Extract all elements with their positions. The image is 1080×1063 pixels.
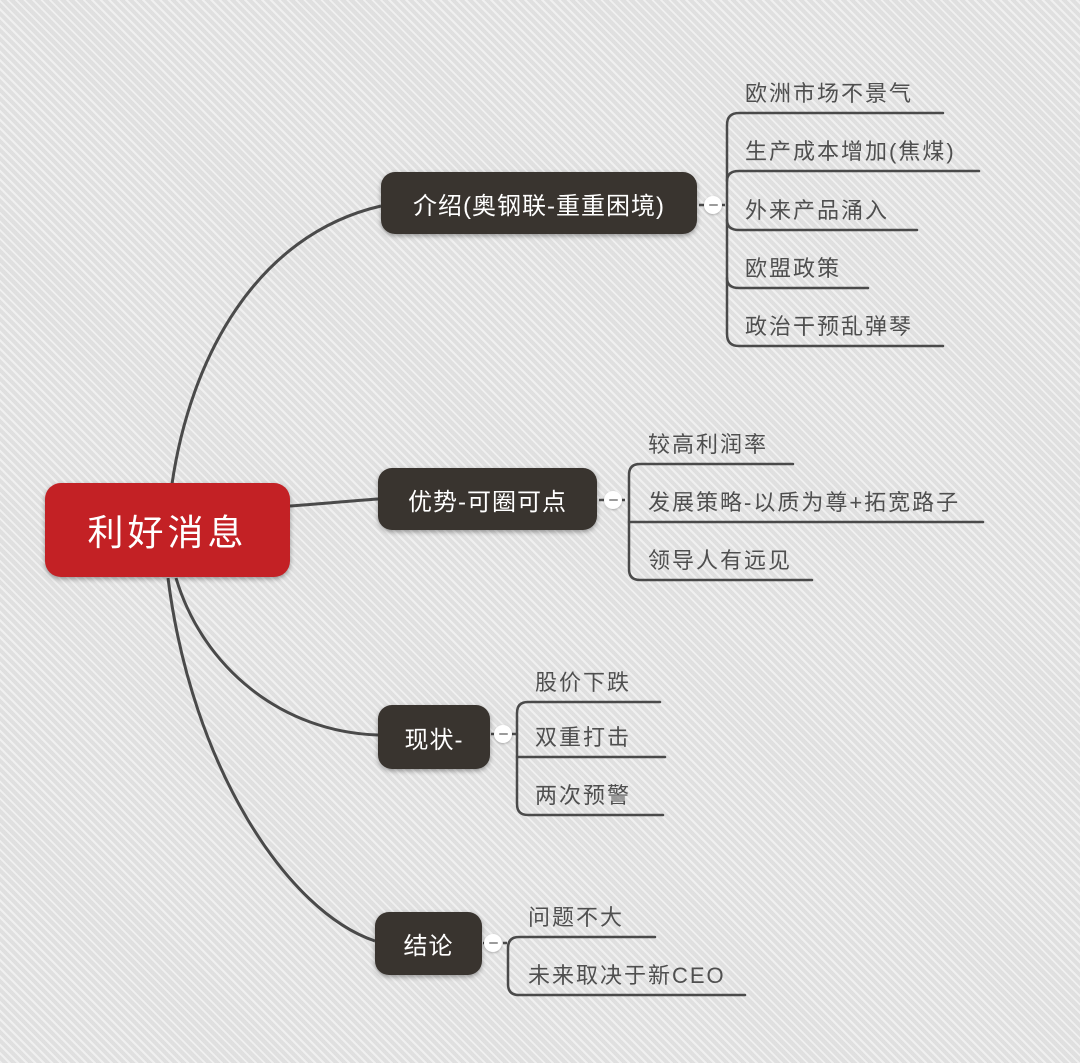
leaf-topic[interactable]: 外来产品涌入 xyxy=(745,198,890,223)
leaf-topic[interactable]: 欧盟政策 xyxy=(745,256,842,281)
branch-topic-advantages[interactable]: 优势-可圈可点 xyxy=(378,468,597,530)
leaf-topic[interactable]: 生产成本增加(焦煤) xyxy=(745,139,956,164)
branch-topic-intro[interactable]: 介绍(奥钢联-重重困境) xyxy=(381,172,697,234)
leaf-topic[interactable]: 两次预警 xyxy=(535,783,632,808)
link-root-to-status xyxy=(174,577,379,737)
leaf-topic[interactable]: 发展策略-以质为尊+拓宽路子 xyxy=(648,490,961,515)
root-topic[interactable]: 利好消息 xyxy=(45,483,290,577)
leaf-topic[interactable]: 股价下跌 xyxy=(535,670,632,695)
leaf-topic[interactable]: 较高利润率 xyxy=(648,432,769,457)
underline-intro-child-2 xyxy=(725,169,981,183)
collapse-button-status[interactable] xyxy=(494,725,512,743)
leaf-topic[interactable]: 欧洲市场不景气 xyxy=(745,81,914,106)
branch-topic-status[interactable]: 现状- xyxy=(378,705,490,769)
collapse-button-intro[interactable] xyxy=(704,196,722,214)
leaf-topic[interactable]: 未来取决于新CEO xyxy=(528,963,726,988)
branch-topic-conclusion[interactable]: 结论 xyxy=(375,912,482,975)
minus-icon xyxy=(498,732,508,736)
leaf-topic[interactable]: 领导人有远见 xyxy=(648,548,793,573)
minus-icon xyxy=(488,941,498,945)
link-root-to-conclusion xyxy=(166,577,376,943)
minus-icon xyxy=(608,498,618,502)
link-root-to-advantages xyxy=(289,497,379,508)
collapse-button-conclusion[interactable] xyxy=(484,934,502,952)
leaf-topic[interactable]: 政治干预乱弹琴 xyxy=(745,314,914,339)
leaf-topic[interactable]: 双重打击 xyxy=(535,725,632,750)
link-root-to-intro xyxy=(170,204,382,485)
minus-icon xyxy=(708,203,718,207)
leaf-topic[interactable]: 问题不大 xyxy=(528,905,625,930)
collapse-button-advantages[interactable] xyxy=(604,491,622,509)
